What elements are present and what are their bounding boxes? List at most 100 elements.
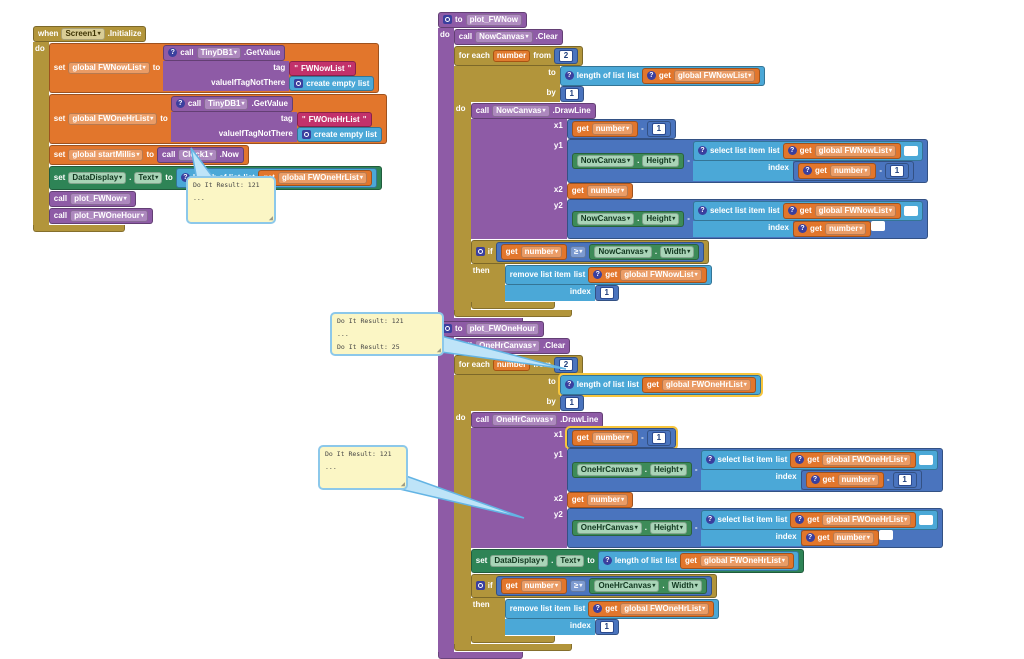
global-startmillis-dropdown[interactable]: global startMillis▾ [68,148,144,161]
onehrcanvas-width[interactable]: OneHrCanvas▾.Width▾ [589,577,707,594]
question-badge-icon[interactable]: ? [797,224,807,233]
number-dropdown[interactable]: number▾ [586,493,629,506]
question-badge-icon[interactable]: ? [810,475,820,484]
question-badge-icon[interactable]: ? [564,380,574,389]
question-badge-icon[interactable]: ? [168,48,178,57]
nowcanvas-height[interactable]: NowCanvas▾.Height▾ [571,210,685,227]
procedure-name-field[interactable]: plot_FWOneHour [465,322,540,335]
number-field[interactable]: 1 [564,87,579,100]
onehrcanvas-dropdown[interactable]: OneHrCanvas▾ [594,579,660,592]
height-dropdown[interactable]: Height▾ [649,463,687,476]
number-field[interactable]: 1 [651,431,666,444]
comment-bubble[interactable]: Do It Result: 121 ... ◢ [186,176,276,224]
create-empty-list[interactable]: create empty list [289,75,375,91]
procedure-name-field[interactable]: plot_FWNow [465,13,522,26]
width-dropdown[interactable]: Width▾ [660,245,695,258]
nowcanvas-dropdown[interactable]: NowCanvas▾ [492,104,550,117]
global-fwonehrlist-dropdown[interactable]: global FWOneHrList▾ [661,378,751,391]
resize-handle-icon[interactable]: ◢ [268,214,273,222]
number-1[interactable]: 1 [646,120,671,137]
mutator-icon[interactable] [443,15,452,24]
resize-handle-icon[interactable]: ◢ [400,480,405,488]
onehrcanvas-height[interactable]: OneHrCanvas▾.Height▾ [571,461,692,478]
number-field[interactable]: 1 [564,396,579,409]
onehrcanvas-dropdown[interactable]: OneHrCanvas▾ [492,413,558,426]
datadisplay-dropdown[interactable]: DataDisplay▾ [490,554,549,567]
global-fwnowlist-dropdown[interactable]: global FWNowList▾ [68,61,150,74]
number-field[interactable]: 1 [599,286,614,299]
number-1[interactable]: 1 [594,618,619,635]
number-field[interactable]: 1 [651,122,666,135]
number-dropdown[interactable]: number▾ [520,245,563,258]
mutator-icon[interactable] [294,78,304,88]
plot_fwnow-dropdown[interactable]: plot_FWNow▾ [70,192,131,205]
global-fwonehrlist-dropdown[interactable]: global FWOneHrList▾ [822,513,912,526]
question-badge-icon[interactable]: ? [697,146,707,155]
question-badge-icon[interactable]: ? [787,206,797,215]
question-badge-icon[interactable]: ? [697,206,707,215]
number-dropdown[interactable]: number▾ [829,164,872,177]
question-badge-icon[interactable]: ? [795,455,805,464]
comment-bubble[interactable]: Do It Result: 121 ... ◢ [318,445,408,490]
question-badge-icon[interactable]: ? [646,71,656,80]
number-1[interactable]: 1 [594,284,619,301]
height-dropdown[interactable]: Height▾ [649,521,687,534]
nowcanvas-dropdown[interactable]: NowCanvas▾ [576,154,635,167]
number-dropdown[interactable]: number▾ [591,431,634,444]
number-2[interactable]: 2 [554,47,579,64]
global-fwonehrlist-dropdown[interactable]: global FWOneHrList▾ [620,602,710,615]
tinydb1-dropdown[interactable]: TinyDB1▾ [196,46,241,59]
number-field[interactable]: 1 [897,473,912,486]
nowcanvas-height[interactable]: NowCanvas▾.Height▾ [571,152,685,169]
number-dropdown[interactable]: number▾ [520,579,563,592]
question-badge-icon[interactable]: ? [805,533,815,542]
number-1[interactable]: 1 [892,471,917,488]
create-empty-list[interactable]: create empty list [296,126,382,142]
question-badge-icon[interactable]: ? [705,515,715,524]
text-dropdown[interactable]: Text▾ [556,554,585,567]
question-badge-icon[interactable]: ? [180,173,190,182]
number-dropdown[interactable]: number▾ [586,184,629,197]
question-badge-icon[interactable]: ? [795,515,805,524]
mutator-icon[interactable] [475,581,485,590]
global-fwonehrlist-dropdown[interactable]: global FWOneHrList▾ [277,171,367,184]
question-badge-icon[interactable]: ? [593,270,603,279]
global-fwnowlist-dropdown[interactable]: global FWNowList▾ [814,144,897,157]
question-badge-icon[interactable]: ? [787,146,797,155]
number-dropdown[interactable]: number▾ [832,531,874,544]
loop-parameter[interactable]: number [492,358,531,371]
